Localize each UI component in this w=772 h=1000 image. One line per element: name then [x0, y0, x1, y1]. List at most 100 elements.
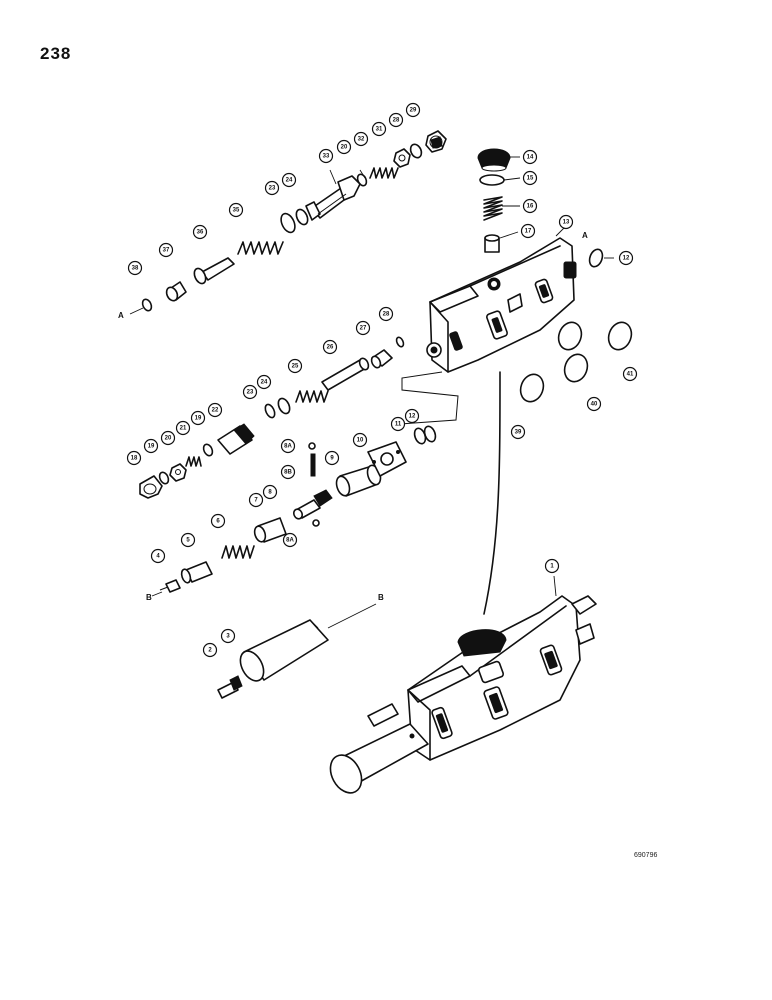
callout-label: 24	[261, 380, 268, 386]
callout-circle	[586, 396, 602, 412]
poppet	[484, 234, 500, 253]
callout-label: 8A	[284, 444, 292, 450]
callout-37: 37	[158, 242, 174, 258]
callout-circle	[280, 438, 296, 454]
callout-label: 18	[131, 456, 138, 462]
callout-8B: 8B	[280, 464, 296, 480]
callout-layer: 2928313220332423353637381415161713122827…	[126, 102, 638, 658]
callout-label: 19	[148, 444, 155, 450]
callout-19: 19	[190, 410, 206, 426]
callout-31: 31	[371, 121, 387, 137]
callout-41: 41	[622, 366, 638, 382]
figure-id: 690796	[634, 852, 658, 859]
ball-top	[308, 442, 316, 450]
ball-bottom	[312, 519, 320, 527]
callout-circle	[220, 628, 236, 644]
callout-label: 36	[197, 230, 204, 236]
callout-label: 2	[208, 648, 212, 654]
valve-section-13	[426, 237, 577, 373]
callout-circle	[287, 358, 303, 374]
callout-label: 33	[323, 154, 330, 160]
reference-letter-a: A	[118, 311, 124, 320]
o-ring-40	[557, 321, 589, 383]
callout-label: 17	[525, 229, 532, 235]
callout-label: 24	[286, 178, 293, 184]
callout-circle	[248, 492, 264, 508]
callout-33: 33	[318, 148, 334, 164]
callout-label: 28	[393, 118, 400, 124]
callout-17: 17	[520, 223, 536, 239]
callout-12: 12	[618, 250, 634, 266]
callout-20: 20	[336, 139, 352, 155]
callout-label: 39	[515, 430, 522, 436]
callout-circle	[390, 416, 406, 432]
acorn-nut-top	[425, 130, 447, 153]
callout-circle	[127, 260, 143, 276]
adjuster-body	[305, 175, 361, 221]
callout-21: 21	[175, 420, 191, 436]
callout-circle	[388, 112, 404, 128]
acorn-nut-low	[139, 475, 163, 499]
callout-8: 8	[262, 484, 278, 500]
callout-label: 20	[165, 436, 172, 442]
callout-label: 6	[216, 519, 220, 525]
callout-label: 23	[269, 186, 276, 192]
callout-circle	[336, 139, 352, 155]
callout-circle	[281, 172, 297, 188]
callout-circle	[143, 438, 159, 454]
callout-circle	[190, 410, 206, 426]
callout-label: 12	[623, 256, 630, 262]
hex-nut-low	[169, 463, 187, 482]
spring-low	[185, 456, 202, 467]
callout-2: 2	[202, 642, 218, 658]
callout-39: 39	[510, 424, 526, 440]
callout-20: 20	[160, 430, 176, 446]
callout-label: 12	[409, 414, 416, 420]
spring-top-small	[369, 167, 399, 179]
spring-mid	[295, 390, 329, 403]
callout-circle	[405, 102, 421, 118]
callout-circle	[558, 214, 574, 230]
o-ring-top	[295, 208, 309, 226]
callout-32: 32	[353, 131, 369, 147]
callout-label: 27	[360, 326, 367, 332]
o-ring-39	[519, 373, 545, 403]
callout-circle	[207, 402, 223, 418]
callout-circle	[150, 548, 166, 564]
callout-label: 7	[254, 498, 258, 504]
callout-label: 13	[563, 220, 570, 226]
callout-circle	[522, 198, 538, 214]
callout-28: 28	[388, 112, 404, 128]
callout-label: 5	[186, 538, 190, 544]
callout-label: 32	[358, 137, 365, 143]
callout-circle	[352, 432, 368, 448]
spacer	[253, 517, 287, 543]
callout-label: 8A	[286, 538, 294, 544]
callout-28: 28	[378, 306, 394, 322]
bolt-2	[217, 675, 243, 699]
callout-12: 12	[404, 408, 420, 424]
callout-label: 3	[226, 634, 230, 640]
callout-label: 23	[247, 390, 254, 396]
sleeve	[335, 464, 382, 497]
callout-label: 35	[233, 208, 240, 214]
callout-label: 40	[591, 402, 598, 408]
callout-23: 23	[242, 384, 258, 400]
callout-15: 15	[522, 170, 538, 186]
callout-label: 14	[527, 155, 534, 161]
o-ring-detent-b	[423, 425, 437, 443]
callout-circle	[622, 366, 638, 382]
callout-1: 1	[544, 558, 560, 574]
callout-circle	[228, 202, 244, 218]
callout-label: 38	[132, 266, 139, 272]
callout-38: 38	[127, 260, 143, 276]
page-number: 238	[40, 44, 72, 63]
check-cap	[165, 281, 187, 302]
detent-stem	[293, 489, 333, 520]
o-ring-mid-b	[277, 397, 291, 415]
o-ring-41	[607, 321, 633, 351]
callout-label: 20	[341, 145, 348, 151]
callout-circle	[160, 430, 176, 446]
